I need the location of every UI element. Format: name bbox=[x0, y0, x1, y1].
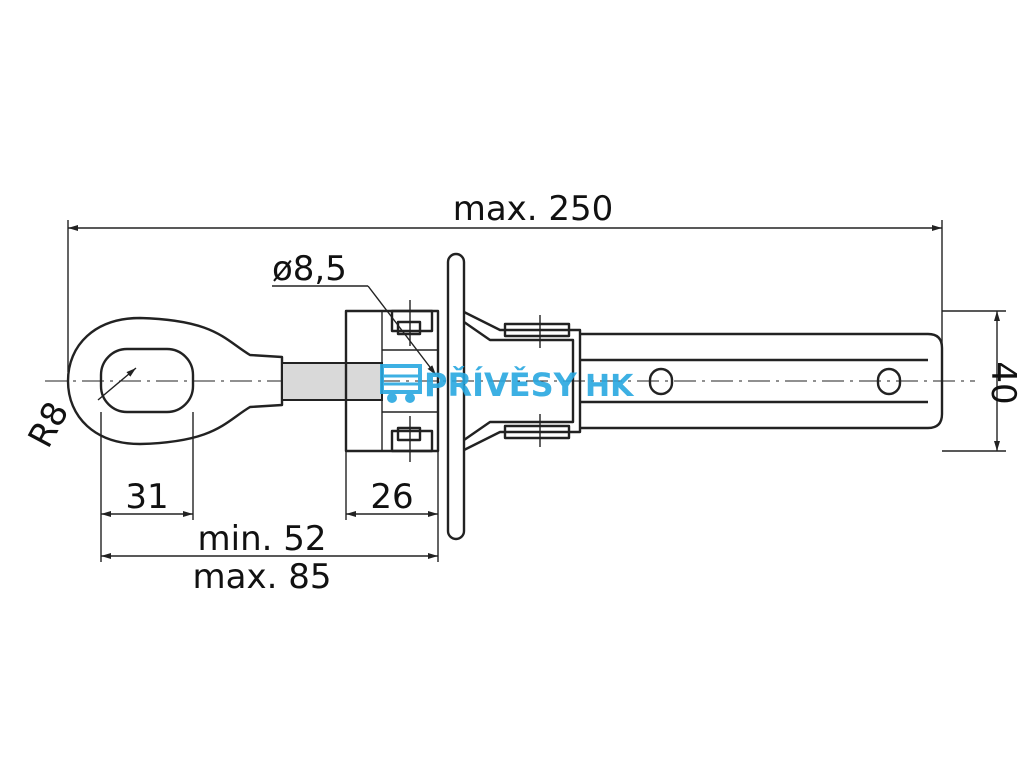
bracket-depth-dimension: 26 bbox=[345, 451, 439, 562]
eye-length-label: 31 bbox=[125, 477, 168, 517]
bracket-depth-label: 26 bbox=[370, 477, 413, 517]
watermark-logo: PŘÍVĚSY HK bbox=[380, 364, 635, 404]
radius-leader bbox=[97, 367, 137, 401]
mounting-plate bbox=[446, 252, 466, 541]
overall-length-dimension: max. 250 bbox=[67, 189, 943, 372]
extension-min-label: min. 52 bbox=[198, 519, 327, 559]
overall-length-label: max. 250 bbox=[453, 189, 614, 229]
extension-dimension: min. 52 max. 85 bbox=[101, 519, 438, 597]
bracket-housing bbox=[344, 300, 440, 462]
bar-height-label: 40 bbox=[983, 361, 1023, 404]
eye-length-dimension: 31 bbox=[100, 412, 194, 562]
threaded-rod bbox=[281, 362, 383, 401]
bar-height-dimension: 40 bbox=[942, 310, 1023, 452]
brand-suffix-text: HK bbox=[585, 369, 635, 404]
bolt-diameter-dimension: ø8,5 bbox=[272, 249, 437, 376]
trailer-icon bbox=[380, 364, 422, 403]
extension-max-label: max. 85 bbox=[193, 557, 332, 597]
bolt-diameter-label: ø8,5 bbox=[272, 249, 347, 289]
towing-eye bbox=[66, 316, 284, 446]
brand-main-text: PŘÍVĚSY bbox=[424, 366, 578, 404]
eye-radius-label: R8 bbox=[21, 395, 78, 454]
clevis bbox=[463, 310, 582, 452]
drawbar bbox=[580, 332, 944, 430]
